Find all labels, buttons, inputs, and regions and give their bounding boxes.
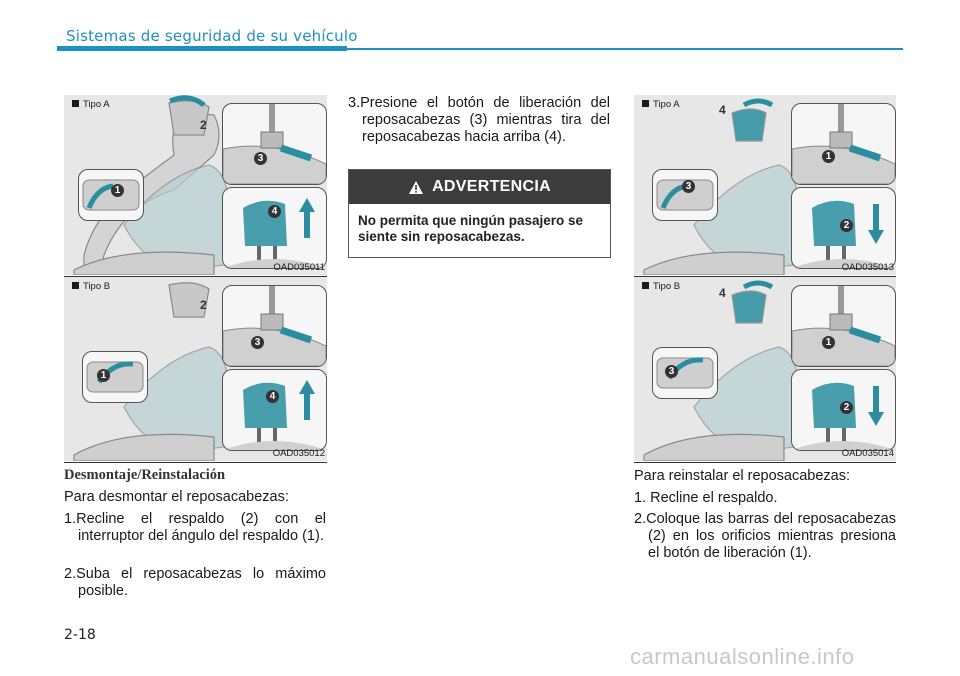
header-accent-bar (57, 46, 347, 51)
release-button-illustration (792, 104, 895, 184)
inset-headrest-down (791, 369, 896, 451)
headrest-up-illustration (223, 198, 326, 268)
inset-headrest-up (222, 187, 327, 269)
figure-type-label: Tipo A (642, 99, 680, 110)
seat-illustration (73, 95, 230, 275)
warning-triangle-icon (409, 180, 424, 194)
figure-type-label: Tipo B (72, 281, 110, 292)
seat-illustration (643, 280, 800, 461)
header-rule (347, 47, 903, 50)
warning-title: ADVERTENCIA (432, 178, 551, 195)
release-button-illustration (223, 286, 326, 366)
removal-intro: Para desmontar el reposacabezas: (64, 489, 289, 505)
reinstall-step-2: 2.Coloque las barras del reposacabezas (… (634, 511, 896, 561)
figure-code: OAD035014 (841, 448, 894, 459)
switch-illustration (82, 179, 140, 211)
figure-reinstall-tipo-b: Tipo B OAD035014 (634, 277, 896, 461)
inset-seat-switch (82, 351, 148, 403)
warning-box: ADVERTENCIA No permita que ningún pasaje… (348, 169, 611, 258)
switch-illustration (86, 361, 144, 393)
page-number: 2-18 (64, 627, 96, 643)
inset-release-button (222, 103, 327, 185)
figure-type-label: Tipo B (642, 281, 680, 292)
switch-illustration (656, 357, 714, 389)
figure-code: OAD035011 (273, 262, 325, 273)
reinstall-step-1: 1. Recline el respaldo. (634, 490, 778, 506)
inset-seat-switch (652, 347, 718, 399)
headrest-up-illustration (223, 380, 326, 450)
inset-headrest-up (222, 369, 327, 451)
figure-code: OAD035013 (841, 262, 894, 273)
figure-divider (634, 276, 896, 277)
figure-reinstall-tipo-a: Tipo A OAD035013 (634, 95, 896, 275)
release-button-illustration (223, 104, 326, 184)
inset-release-button (791, 285, 896, 367)
figure-divider (64, 462, 327, 463)
figure-removal-tipo-a: Tipo A OAD035011 (64, 95, 327, 275)
headrest-down-illustration (792, 200, 895, 268)
inset-release-button (222, 285, 327, 367)
figure-divider (64, 276, 327, 277)
reinstall-intro: Para reinstalar el reposacabezas: (634, 468, 851, 484)
seat-illustration (643, 98, 800, 275)
inset-seat-switch (78, 169, 144, 221)
figure-code: OAD035012 (272, 448, 325, 459)
headrest-down-illustration (792, 382, 895, 450)
figure-type-label: Tipo A (72, 99, 110, 110)
removal-step-1: 1.Recline el respaldo (2) con el interru… (64, 511, 326, 544)
section-title: Sistemas de seguridad de su vehículo (66, 27, 358, 45)
warning-header: ADVERTENCIA (349, 170, 610, 204)
switch-illustration (656, 179, 714, 211)
inset-headrest-down (791, 187, 896, 269)
inset-release-button (791, 103, 896, 185)
removal-step-2: 2.Suba el reposacabezas lo máximo posibl… (64, 566, 326, 599)
figure-removal-tipo-b: Tipo B OAD035012 (64, 277, 327, 461)
release-button-illustration (792, 286, 895, 366)
inset-seat-switch (652, 169, 718, 221)
watermark: carmanualsonline.info (630, 644, 855, 669)
section-heading: Desmontaje/Reinstalación (64, 467, 226, 483)
figure-divider (634, 462, 896, 463)
removal-step-3: 3.Presione el botón de liberación del re… (348, 95, 610, 145)
warning-text: No permita que ningún pasajero se siente… (358, 213, 584, 244)
